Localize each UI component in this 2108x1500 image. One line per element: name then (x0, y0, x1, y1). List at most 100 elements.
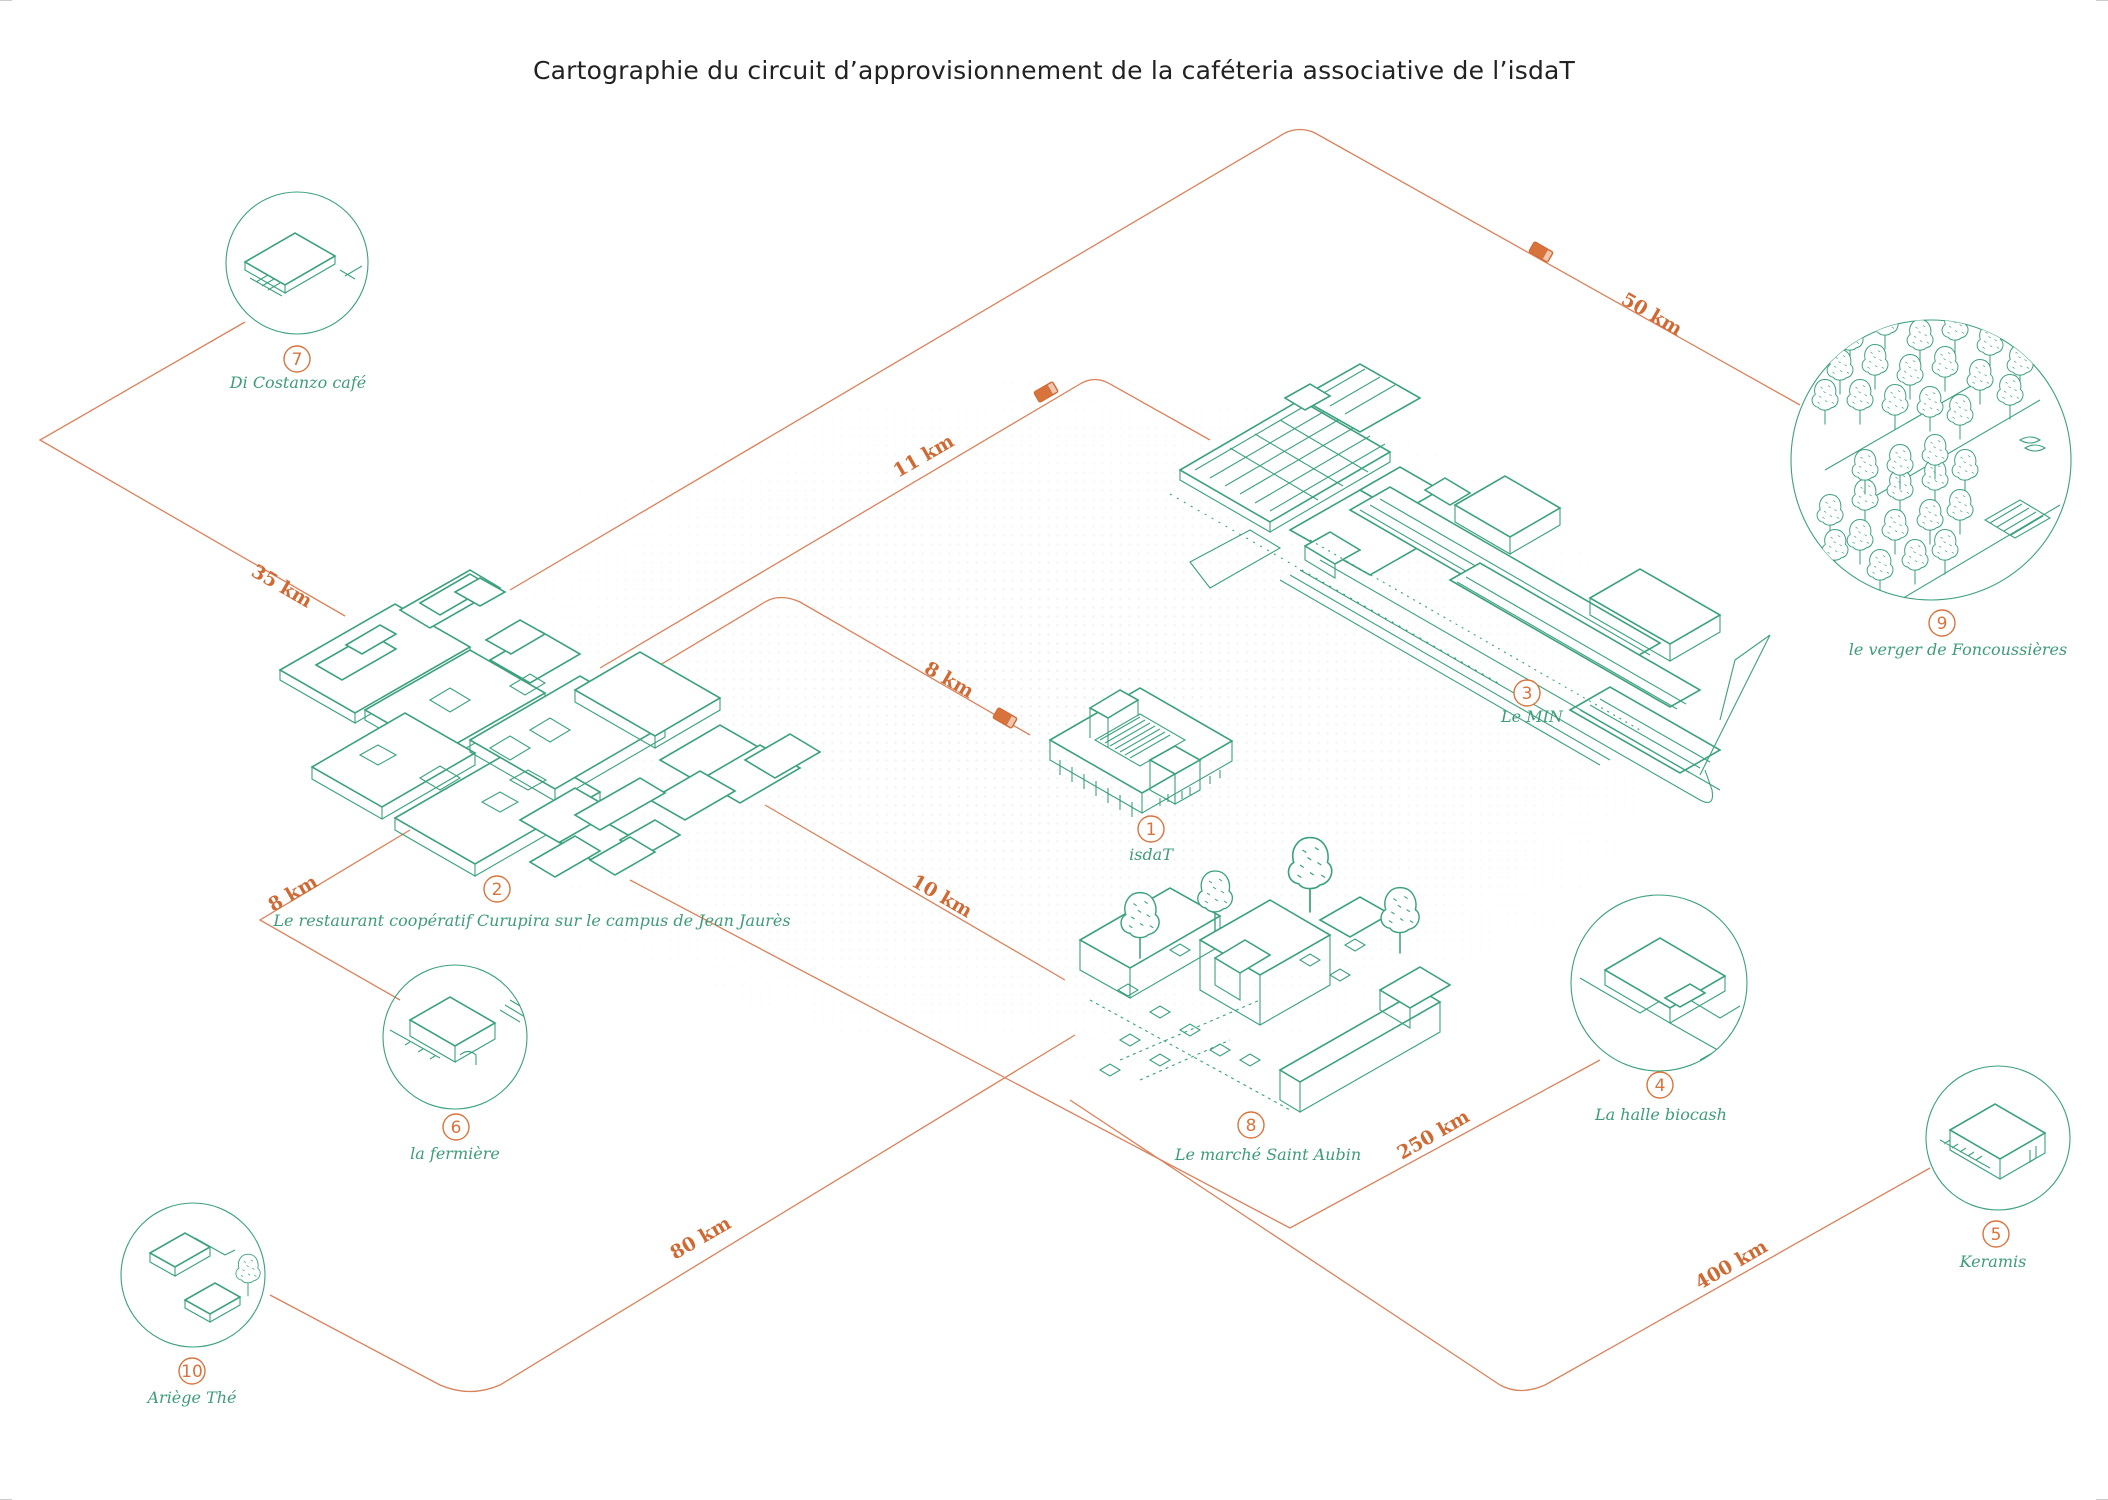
vignette-ariege-the (120, 1202, 266, 1348)
tree-icon (1851, 449, 1879, 495)
vignettes (120, 191, 2072, 1348)
tree-icon (1916, 499, 1944, 545)
place-marker-6: 6 (442, 1113, 470, 1141)
tree-icon (1816, 494, 1844, 540)
place-marker-5: 5 (1982, 1220, 2010, 1248)
place-marker-10: 10 (178, 1357, 206, 1385)
svg-text:9: 9 (1937, 614, 1948, 634)
trucks (992, 241, 1554, 729)
tree-icon (1966, 359, 1994, 405)
distance-label: 8 km (265, 871, 322, 917)
route-2-to-9 (509, 128, 1801, 591)
vignette-di-costanzo (225, 191, 369, 335)
route-10-to-8 (269, 1034, 1076, 1393)
page-title: Cartographie du circuit d’approvisionnem… (532, 56, 1576, 85)
market-stalls (1098, 938, 1367, 1077)
place-label-keramis: Keramis (1959, 1252, 2027, 1271)
svg-text:3: 3 (1522, 684, 1533, 704)
tree-icon (1287, 836, 1333, 913)
place-label-verger: le verger de Foncoussières (1849, 640, 2067, 659)
distance-label: 10 km (908, 870, 976, 922)
tree-icon (1901, 539, 1929, 585)
tree-icon (1881, 509, 1909, 555)
tree-icon (1871, 320, 1899, 350)
le-min-buildings (1169, 363, 1771, 803)
place-label-di-costanzo: Di Costanzo café (229, 373, 366, 392)
crop-mark (0, 0, 12, 13)
campus-jean-jaures-buildings (278, 569, 822, 878)
tree-icon (1120, 891, 1160, 959)
route-2-to-3 (599, 378, 1211, 669)
place-marker-1: 1 (1137, 815, 1165, 843)
place-marker-4: 4 (1646, 1071, 1674, 1099)
vignette-verger-foncoussieres (1790, 319, 2072, 601)
vignette-halle-biocash (1570, 894, 1748, 1072)
tree-icon (1886, 444, 1914, 490)
distance-label: 400 km (1692, 1236, 1772, 1295)
crop-mark (2096, 1487, 2108, 1500)
routes (38, 128, 1931, 1393)
tree-icon (1881, 384, 1909, 430)
tree-icon (235, 1253, 261, 1297)
crop-mark (0, 1487, 12, 1500)
place-label-curupira: Le restaurant coopératif Curupira sur le… (272, 911, 790, 930)
tree-icon (1916, 386, 1944, 432)
tree-icon (1951, 449, 1979, 495)
tree-icon (1906, 320, 1934, 365)
place-marker-9: 9 (1928, 609, 1956, 637)
tree-icon (1921, 434, 1949, 480)
route-2-to-6 (258, 829, 411, 1001)
delivery-truck-icon (992, 707, 1018, 729)
trees (1120, 836, 1420, 959)
svg-text:10: 10 (181, 1362, 203, 1382)
tree-icon (1197, 870, 1234, 931)
place-label-halle-biocash: La halle biocash (1594, 1105, 1727, 1124)
place-label-ariege-the: Ariège Thé (145, 1388, 236, 1407)
place-label-saint-aubin: Le marché Saint Aubin (1174, 1145, 1361, 1164)
distance-label: 35 km (248, 560, 316, 612)
tree-icon (1811, 379, 1839, 425)
route-2-to-8 (764, 804, 1066, 981)
tree-icon (1931, 346, 1959, 392)
route-7-to-2 (38, 321, 346, 617)
isdat-building (1048, 687, 1234, 817)
route-2-to-1 (614, 596, 1031, 736)
svg-text:4: 4 (1655, 1076, 1666, 1096)
svg-text:1: 1 (1146, 820, 1157, 840)
delivery-truck-icon (1528, 241, 1554, 263)
distance-label: 8 km (921, 657, 978, 703)
distance-label: 50 km (1618, 288, 1686, 340)
tree-icon (1846, 519, 1874, 565)
vignette-la-fermiere (382, 964, 528, 1110)
tree-icon (1861, 344, 1889, 390)
tree-icon (1946, 394, 1974, 440)
route-2-to-5 (1069, 1099, 1931, 1392)
place-labels: isdaT Le restaurant coopératif Curupira … (145, 373, 2067, 1407)
tree-icon (1380, 886, 1420, 954)
place-label-isdat: isdaT (1129, 845, 1174, 864)
tree-icon (1866, 549, 1894, 595)
place-marker-7: 7 (283, 345, 311, 373)
svg-text:6: 6 (451, 1118, 462, 1138)
place-marker-8: 8 (1237, 1111, 1265, 1139)
distance-label: 80 km (667, 1212, 735, 1264)
svg-text:8: 8 (1246, 1116, 1257, 1136)
svg-text:7: 7 (292, 350, 303, 370)
place-marker-3: 3 (1513, 679, 1541, 707)
tree-icon (1996, 374, 2024, 420)
delivery-truck-icon (1033, 381, 1059, 403)
distance-label: 11 km (890, 430, 958, 482)
tree-icon (1846, 379, 1874, 425)
tree-icon (1821, 529, 1849, 575)
tree-icon (1931, 529, 1959, 575)
place-label-le-min: Le MIN (1500, 707, 1564, 726)
place-marker-2: 2 (483, 875, 511, 903)
route-2-to-4 (629, 879, 1601, 1229)
svg-text:5: 5 (1991, 1225, 2002, 1245)
crop-mark (2096, 0, 2108, 13)
svg-text:2: 2 (492, 880, 503, 900)
tree-icon (1896, 354, 1924, 400)
number-markers: 1 2 3 4 5 6 7 8 9 10 (178, 345, 2010, 1385)
